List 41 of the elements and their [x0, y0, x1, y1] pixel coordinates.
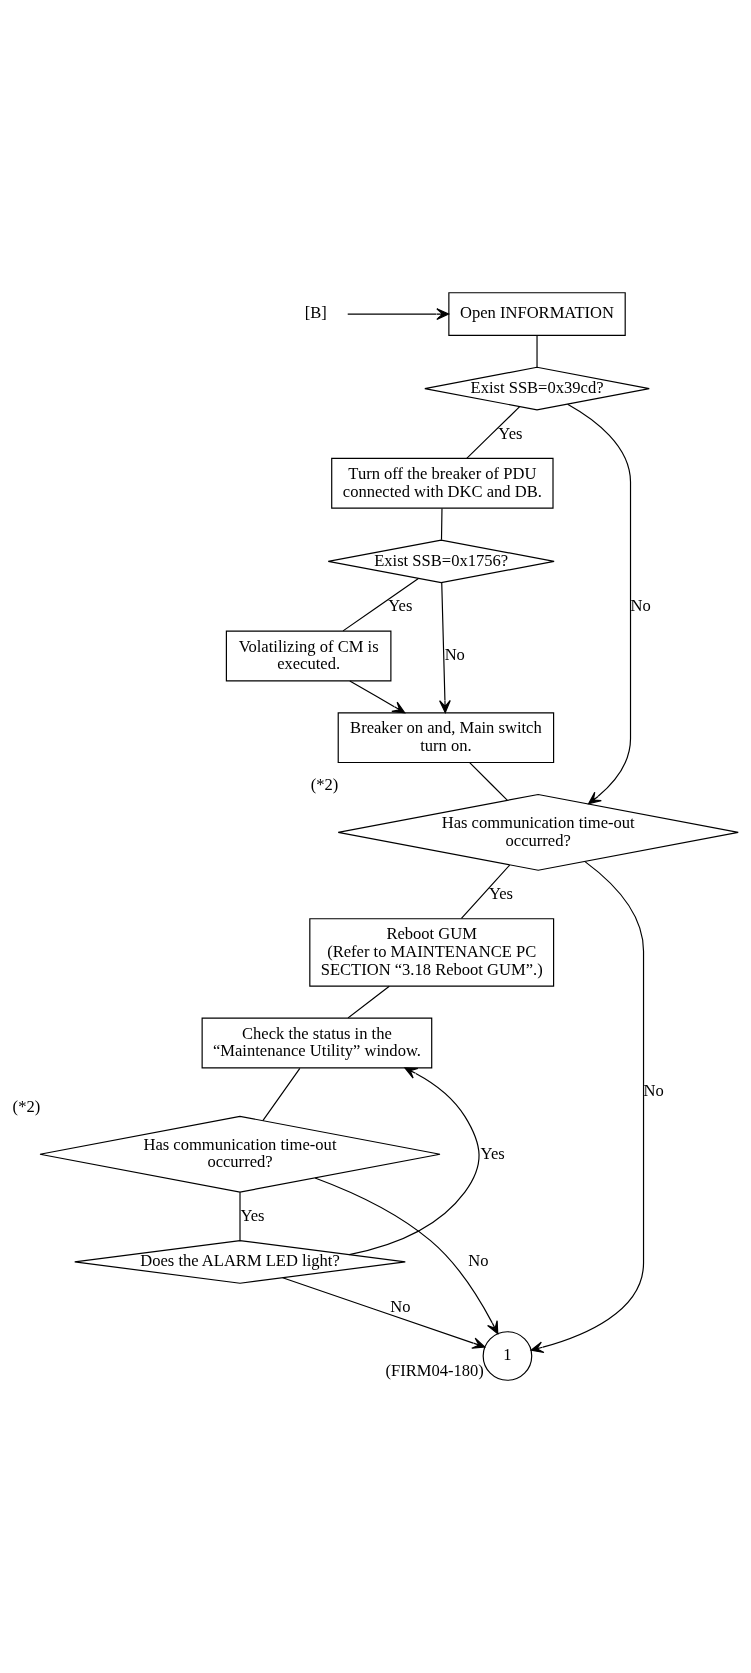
node-diamond: Exist SSB=0x39cd?: [424, 366, 650, 411]
node-box: Open INFORMATION: [448, 292, 626, 336]
edge-label: No: [643, 1081, 664, 1101]
node-box: Reboot GUM (Refer to MAINTENANCE PC SECTION “3.18 Reboot GUM”.): [309, 918, 555, 987]
node-box: Volatilizing of CM is executed.: [225, 630, 392, 682]
edge-label: Yes: [480, 1143, 505, 1163]
edge-label: No: [390, 1296, 411, 1316]
node-label: (*2): [310, 774, 339, 794]
arrow: [530, 861, 645, 1353]
edge-label: No: [444, 645, 465, 665]
arrow: [282, 1277, 486, 1349]
node-text: [B]: [304, 303, 327, 323]
connector: [262, 1067, 301, 1122]
arrow: [349, 680, 406, 714]
node-label: (FIRM04-180): [385, 1360, 484, 1380]
connector: [347, 985, 390, 1019]
arrow: [348, 1067, 480, 1256]
connector: [466, 406, 521, 459]
edge-label: Yes: [488, 883, 513, 903]
arrow: [439, 582, 451, 714]
connector: [460, 864, 511, 919]
node-diamond: Has communication time-out occurred?: [39, 1115, 441, 1193]
node-box: Breaker on and, Main switch turn on.: [337, 712, 555, 764]
connector: [440, 507, 443, 541]
arrow: [347, 308, 450, 320]
node-box: Check the status in the “Maintenance Utility” window.: [201, 1017, 433, 1069]
node-box: Turn off the breaker of PDU connected with DKC and DB.: [331, 457, 554, 509]
edge-label: No: [630, 596, 651, 616]
edge-label: Yes: [498, 423, 523, 443]
connector: [469, 762, 508, 801]
edge-label: No: [468, 1251, 489, 1271]
node-circle: 1: [482, 1331, 533, 1381]
connector: [239, 1191, 241, 1241]
node-diamond: Exist SSB=0x1756?: [327, 539, 555, 584]
connector: [536, 335, 538, 368]
node-label: (*2): [12, 1096, 41, 1116]
node-diamond: Does the ALARM LED light?: [74, 1240, 406, 1284]
arrow: [567, 403, 632, 805]
arrow: [314, 1177, 499, 1335]
edge-label: Yes: [388, 596, 413, 616]
connector: [342, 577, 419, 632]
